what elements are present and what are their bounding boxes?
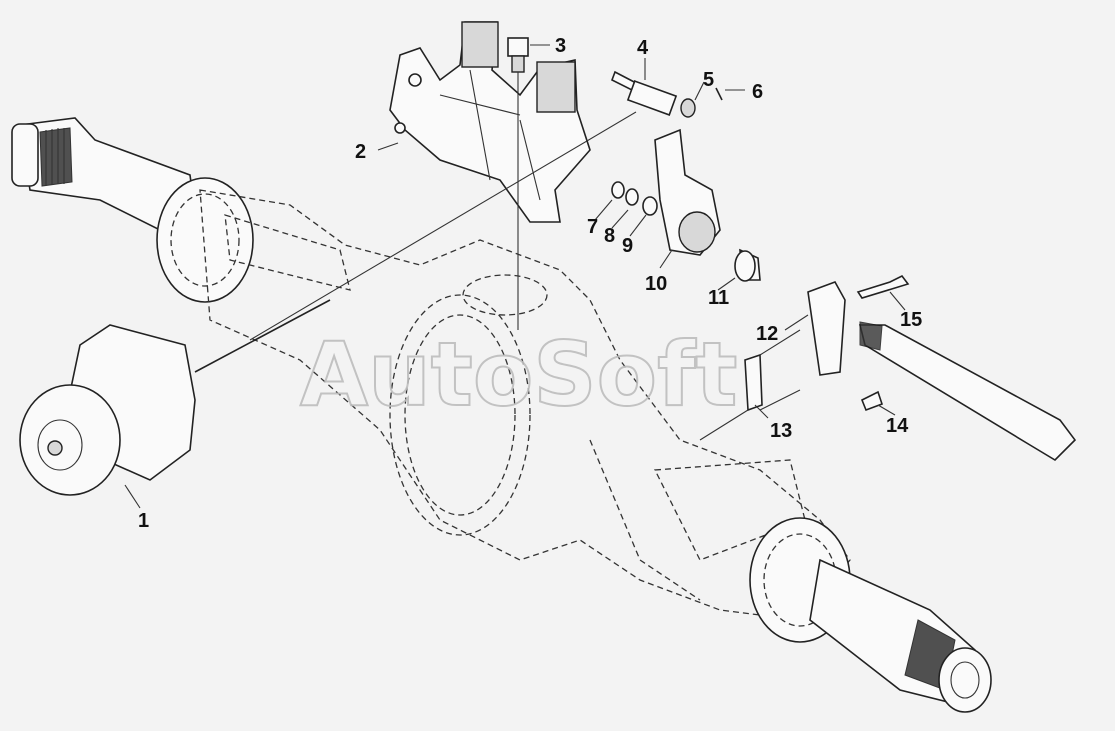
callout-labels: 1 2 3 4 5 6 7 8 9 10 11 12 13 14 15: [138, 35, 922, 532]
callout-7: 7: [587, 216, 598, 238]
right-spindle: [749, 517, 992, 713]
bolt-3: [507, 37, 529, 330]
brake-chamber: [19, 299, 331, 496]
bracket: [389, 21, 591, 223]
axle-housing: [11, 117, 992, 713]
watermark: AutoSoft: [300, 323, 737, 426]
callout-2: 2: [355, 141, 366, 163]
left-spindle: [11, 117, 254, 303]
callout-5: 5: [703, 69, 714, 91]
washers: [611, 181, 658, 216]
callout-8: 8: [604, 225, 615, 247]
clevis-pin: [249, 70, 723, 341]
callout-11: 11: [708, 287, 729, 309]
callout-9: 9: [622, 235, 633, 257]
callout-15: 15: [900, 309, 922, 331]
callout-12: 12: [756, 323, 778, 345]
camshaft-assembly: [699, 274, 1077, 462]
callout-6: 6: [752, 81, 763, 103]
callout-14: 14: [886, 415, 909, 437]
slack-adjuster: [654, 128, 721, 256]
callout-13: 13: [770, 420, 792, 442]
bushing: [734, 248, 761, 282]
leader-lines: [124, 44, 906, 509]
callout-4: 4: [637, 37, 649, 59]
callout-10: 10: [645, 273, 667, 295]
callout-1: 1: [138, 510, 149, 532]
callout-3: 3: [555, 35, 566, 57]
